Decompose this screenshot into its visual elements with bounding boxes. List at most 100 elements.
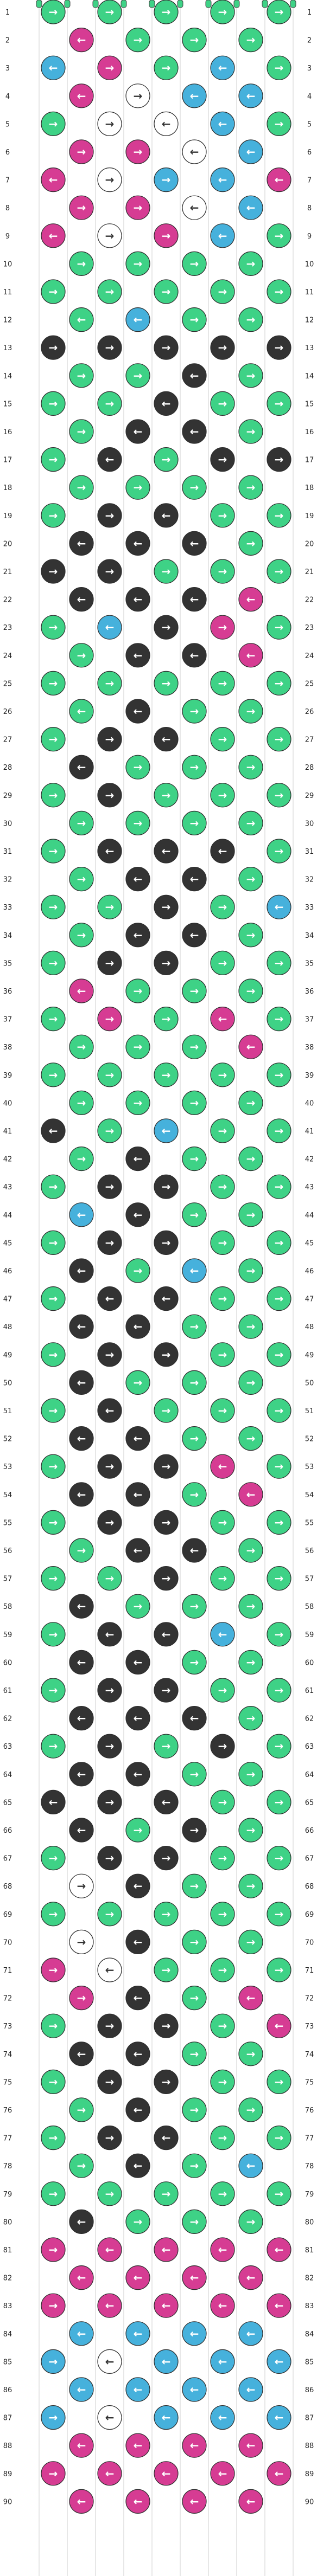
arrow-left-icon: ←: [190, 929, 199, 942]
arrow-right-icon: →: [105, 1013, 115, 1026]
arrow-right-icon: →: [190, 313, 199, 326]
arrow-right-icon: →: [105, 565, 115, 578]
knot: [267, 1902, 291, 1927]
arrow-right-icon: →: [246, 761, 256, 774]
knot: [97, 1902, 122, 1927]
knot: [154, 1062, 179, 1087]
row-number-right: 28: [305, 764, 314, 772]
knot: [238, 810, 263, 836]
knot: [97, 1678, 122, 1703]
knot: [41, 1789, 66, 1814]
row-number-left: 37: [3, 1016, 12, 1024]
knot: [97, 559, 122, 584]
arrow-right-icon: →: [275, 1516, 284, 1529]
row-number-left: 55: [3, 1519, 12, 1527]
arrow-left-icon: ←: [134, 705, 143, 718]
knot: [69, 2042, 94, 2066]
arrow-left-icon: ←: [77, 1600, 86, 1613]
row-number-right: 48: [305, 1323, 314, 1331]
knot: [210, 1846, 235, 1871]
arrow-right-icon: →: [49, 5, 58, 18]
knot: [41, 503, 66, 528]
knot: [154, 1174, 179, 1199]
knot: [41, 839, 66, 864]
row-number-right: 16: [305, 428, 314, 436]
arrow-right-icon: →: [275, 1963, 284, 1976]
row-number-right: 77: [305, 2135, 314, 2143]
arrow-left-icon: ←: [275, 2019, 284, 2032]
knot: [125, 1314, 150, 1339]
knot: [238, 251, 263, 276]
knot: [154, 1678, 179, 1703]
arrow-right-icon: →: [275, 2187, 284, 2200]
arrow-left-icon: ←: [275, 2411, 284, 2424]
arrow-right-icon: →: [246, 34, 256, 47]
knot: [182, 83, 207, 108]
arrow-left-icon: ←: [246, 1488, 256, 1501]
arrow-right-icon: →: [218, 1572, 227, 1585]
arrow-left-icon: ←: [218, 173, 227, 186]
knot: [182, 1314, 207, 1339]
top-strand: [36, 0, 42, 8]
arrow-right-icon: →: [49, 117, 58, 130]
knot: [154, 0, 179, 24]
row-number-left: 41: [3, 1128, 12, 1136]
arrow-left-icon: ←: [134, 2383, 143, 2396]
knot: [182, 1706, 207, 1731]
knot: [182, 1370, 207, 1395]
knot: [69, 1314, 94, 1339]
arrow-left-icon: ←: [105, 1628, 115, 1641]
arrow-right-icon: →: [77, 2103, 86, 2116]
row-number-right: 14: [305, 372, 314, 381]
arrow-left-icon: ←: [134, 1712, 143, 1725]
arrow-right-icon: →: [162, 5, 171, 18]
knot: [267, 1678, 291, 1703]
knot: [154, 223, 179, 248]
arrow-right-icon: →: [49, 1572, 58, 1585]
knot: [267, 783, 291, 808]
knot: [182, 1258, 207, 1283]
knot: [125, 755, 150, 780]
row-number-left: 47: [3, 1296, 12, 1304]
arrow-right-icon: →: [105, 1908, 115, 1921]
top-strand: [262, 0, 268, 8]
knot: [154, 2181, 179, 2206]
row-number-left: 50: [3, 1379, 12, 1387]
knot: [125, 27, 150, 53]
arrow-right-icon: →: [77, 369, 86, 382]
knot: [267, 894, 291, 919]
knot: [125, 1426, 150, 1451]
knot: [97, 1454, 122, 1479]
knot: [97, 615, 122, 640]
arrow-left-icon: ←: [134, 1768, 143, 1781]
arrow-right-icon: →: [162, 1963, 171, 1976]
knot: [182, 307, 207, 332]
row-number-right: 21: [305, 568, 314, 576]
knot: [69, 810, 94, 836]
row-number-left: 25: [3, 680, 12, 688]
knot: [125, 1482, 150, 1507]
knot: [210, 1062, 235, 1087]
knot: [182, 755, 207, 780]
knot: [125, 978, 150, 1003]
arrow-right-icon: →: [49, 733, 58, 746]
arrow-right-icon: →: [190, 1992, 199, 2005]
arrow-right-icon: →: [190, 1824, 199, 1837]
arrow-right-icon: →: [49, 2299, 58, 2312]
knot: [125, 1706, 150, 1731]
arrow-right-icon: →: [218, 956, 227, 969]
row-number-right: 57: [305, 1575, 314, 1583]
arrow-right-icon: →: [162, 2075, 171, 2088]
knot: [125, 1090, 150, 1116]
arrow-right-icon: →: [246, 1208, 256, 1221]
arrow-right-icon: →: [134, 1264, 143, 1277]
arrow-right-icon: →: [134, 816, 143, 829]
arrow-right-icon: →: [105, 956, 115, 969]
arrow-left-icon: ←: [162, 2411, 171, 2424]
arrow-right-icon: →: [105, 1572, 115, 1585]
knot: [182, 2433, 207, 2458]
arrow-right-icon: →: [77, 873, 86, 886]
row-number-right: 40: [305, 1099, 314, 1107]
knot: [41, 1902, 66, 1927]
arrow-right-icon: →: [49, 845, 58, 858]
